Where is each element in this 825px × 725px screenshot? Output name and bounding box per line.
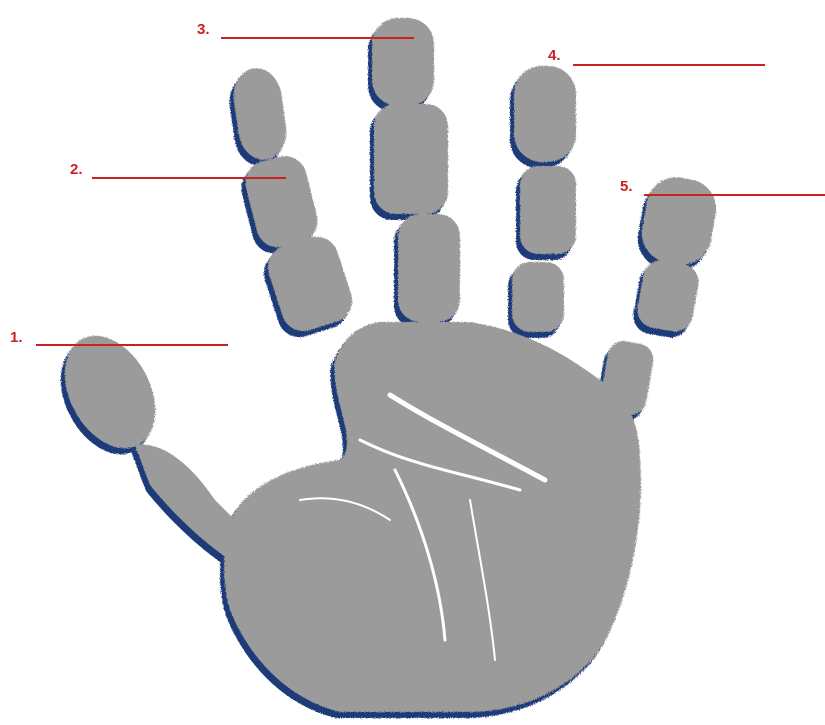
label-3-number: 3. — [197, 22, 210, 37]
label-5-number: 5. — [620, 179, 633, 194]
ring-finger-lower — [512, 262, 564, 332]
middle-finger-upper — [372, 18, 434, 106]
thumb-base — [135, 444, 245, 560]
label-2-answer-line[interactable] — [92, 177, 286, 179]
hand-fill — [47, 18, 721, 712]
label-4-answer-line[interactable] — [573, 64, 765, 66]
palm — [224, 322, 641, 712]
label-1-answer-line[interactable] — [36, 344, 228, 346]
label-4-number: 4. — [548, 48, 561, 63]
label-3-answer-line[interactable] — [221, 37, 414, 39]
middle-finger-middle — [374, 104, 448, 214]
label-2-number: 2. — [70, 162, 83, 177]
pinky-finger-lower — [598, 339, 656, 418]
ring-finger-upper — [514, 66, 576, 162]
middle-finger-lower — [398, 214, 460, 322]
pinky-finger-middle — [635, 258, 702, 335]
ring-finger-middle — [520, 166, 576, 254]
label-5-answer-line[interactable] — [644, 194, 825, 196]
label-1-number: 1. — [10, 330, 23, 345]
